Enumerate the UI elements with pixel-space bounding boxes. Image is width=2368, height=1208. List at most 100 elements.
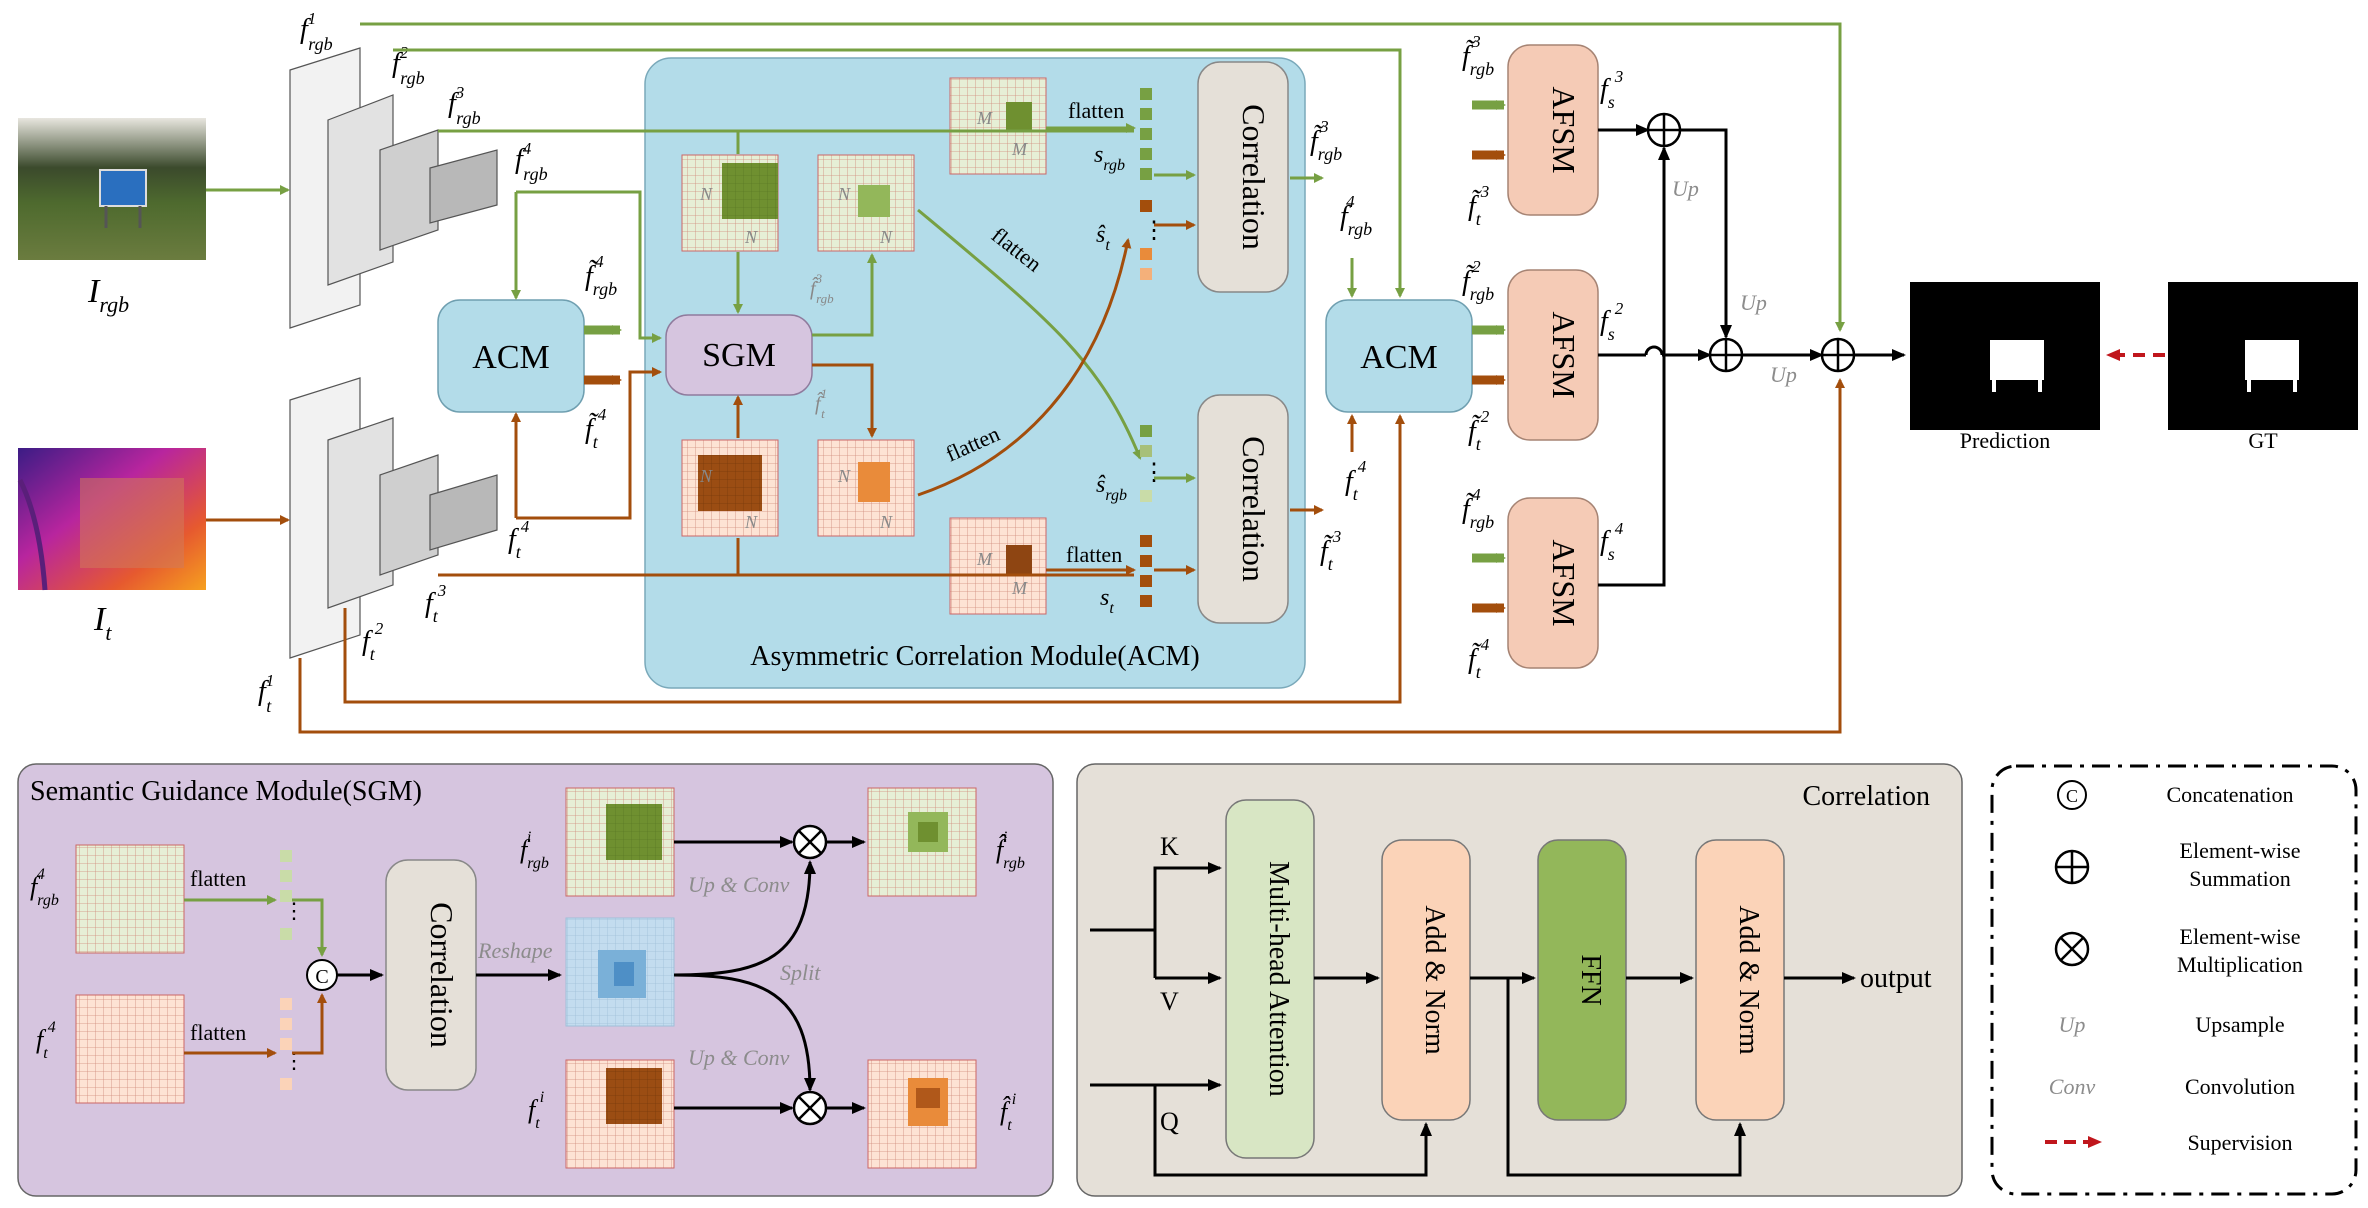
afsm-top: AFSM bbox=[1507, 44, 1599, 216]
svg-text:M: M bbox=[1011, 139, 1028, 159]
svg-text:⋮: ⋮ bbox=[1142, 460, 1166, 486]
sgm-panel bbox=[17, 763, 1054, 1197]
svg-text:Up & Conv: Up & Conv bbox=[688, 1045, 790, 1070]
grid-rgb-guided: N N bbox=[817, 154, 915, 252]
grid-t-input: N N bbox=[681, 439, 779, 537]
acm-right-label: ACM bbox=[1360, 339, 1437, 376]
svg-text:Up: Up bbox=[1740, 290, 1767, 315]
svg-text:Reshape: Reshape bbox=[477, 938, 553, 963]
thermal-input-label: It bbox=[93, 601, 112, 645]
gt-label: GT bbox=[2248, 428, 2278, 453]
legend-concat: Concatenation bbox=[2166, 782, 2293, 807]
svg-text:Conv: Conv bbox=[2049, 1074, 2096, 1099]
svg-text:C: C bbox=[2066, 786, 2078, 806]
svg-text:ŝt: ŝt bbox=[1096, 222, 1110, 254]
s-rgb-vector: ⋮ bbox=[1140, 88, 1166, 280]
svg-text:flatten: flatten bbox=[1068, 98, 1124, 123]
svg-text:Supervision: Supervision bbox=[2187, 1130, 2292, 1155]
svg-text:f̂ti: f̂ti bbox=[1000, 1091, 1016, 1134]
svg-text:Split: Split bbox=[780, 960, 821, 985]
svg-text:N: N bbox=[837, 184, 851, 204]
svg-text:M: M bbox=[976, 549, 993, 569]
svg-text:f̃t2: f̃t2 bbox=[1468, 407, 1490, 454]
correlation-block-bottom bbox=[1197, 394, 1289, 624]
svg-text:Element-wise: Element-wise bbox=[2180, 838, 2301, 863]
svg-text:st: st bbox=[1100, 585, 1114, 617]
svg-text:AFSM: AFSM bbox=[1546, 539, 1582, 626]
correlation-panel-title: Correlation bbox=[1802, 781, 1930, 812]
svg-text:f̃t3: f̃t3 bbox=[1320, 527, 1341, 574]
svg-text:Correlation: Correlation bbox=[1236, 104, 1272, 250]
svg-text:N: N bbox=[879, 512, 893, 532]
svg-text:AFSM: AFSM bbox=[1546, 86, 1582, 173]
svg-text:fs2: fs2 bbox=[1600, 299, 1624, 344]
f-t-2-label: ft2 bbox=[362, 619, 384, 664]
svg-text:K: K bbox=[1160, 832, 1179, 861]
svg-text:srgb: srgb bbox=[1094, 142, 1125, 174]
svg-text:f̃t3: f̃t3 bbox=[1468, 182, 1489, 229]
svg-text:N: N bbox=[879, 227, 893, 247]
grid-rgb-window: M M bbox=[949, 77, 1047, 175]
svg-text:Upsample: Upsample bbox=[2195, 1012, 2284, 1037]
svg-text:ft4: ft4 bbox=[1345, 457, 1367, 504]
svg-text:flatten: flatten bbox=[190, 1020, 246, 1045]
svg-text:Element-wise: Element-wise bbox=[2180, 924, 2301, 949]
prediction-image bbox=[1910, 282, 2100, 430]
legend-box bbox=[1990, 764, 2358, 1196]
svg-text:M: M bbox=[976, 108, 993, 128]
svg-text:fs4: fs4 bbox=[1600, 519, 1624, 564]
f-t-4-label: ft4 bbox=[508, 517, 530, 562]
svg-text:N: N bbox=[699, 466, 713, 486]
thermal-encoder bbox=[289, 377, 498, 659]
svg-text:Up & Conv: Up & Conv bbox=[688, 872, 790, 897]
svg-text:f̂rgbi: f̂rgbi bbox=[996, 829, 1025, 872]
s-t-vector: ⋮ bbox=[1140, 425, 1166, 607]
svg-text:frgb4: frgb4 bbox=[30, 866, 59, 909]
svg-text:V: V bbox=[1160, 987, 1179, 1016]
acm-right-block bbox=[1325, 299, 1473, 413]
concat-node: C bbox=[306, 959, 338, 991]
svg-text:Correlation: Correlation bbox=[424, 902, 460, 1048]
svg-text:Up: Up bbox=[1770, 362, 1797, 387]
svg-text:f̃rgb4: f̃rgb4 bbox=[585, 252, 617, 299]
ffn-block bbox=[1537, 839, 1627, 1121]
svg-text:frgb4: frgb4 bbox=[1340, 192, 1372, 239]
svg-text:output: output bbox=[1860, 963, 1932, 994]
svg-text:f̃rgb3: f̃rgb3 bbox=[1310, 117, 1342, 164]
svg-text:N: N bbox=[699, 184, 713, 204]
grid-t-guided: N N bbox=[817, 439, 915, 537]
svg-text:N: N bbox=[837, 466, 851, 486]
afsm-bottom: AFSM bbox=[1507, 497, 1599, 669]
svg-text:flatten: flatten bbox=[1066, 542, 1122, 567]
svg-text:N: N bbox=[744, 227, 758, 247]
svg-text:⋮: ⋮ bbox=[1142, 218, 1166, 244]
svg-text:f̃rgb4: f̃rgb4 bbox=[1462, 485, 1494, 532]
add-norm-2 bbox=[1695, 839, 1785, 1121]
mul-node-t bbox=[792, 1090, 828, 1126]
afsm-mid: AFSM bbox=[1507, 269, 1599, 441]
svg-text:f̃rgb3: f̃rgb3 bbox=[1462, 32, 1494, 79]
svg-text:f̂1t: f̂1t bbox=[815, 386, 827, 421]
sgm-label: SGM bbox=[702, 337, 776, 374]
acm-left-label: ACM bbox=[472, 339, 549, 376]
svg-text:N: N bbox=[744, 512, 758, 532]
svg-text:Q: Q bbox=[1160, 1107, 1179, 1136]
svg-text:fs3: fs3 bbox=[1600, 67, 1623, 112]
add-norm-1 bbox=[1381, 839, 1471, 1121]
svg-text:Up: Up bbox=[2059, 1012, 2086, 1037]
svg-text:Multi-head Attention: Multi-head Attention bbox=[1263, 861, 1294, 1097]
grid-t-window: M M bbox=[949, 517, 1047, 615]
svg-text:Add & Norm: Add & Norm bbox=[1419, 905, 1450, 1055]
svg-text:ŝrgb: ŝrgb bbox=[1096, 472, 1127, 504]
svg-text:C: C bbox=[315, 966, 328, 988]
prediction-label: Prediction bbox=[1960, 428, 2050, 453]
rgb-input-label: Irgb bbox=[87, 273, 129, 317]
rgb-encoder bbox=[289, 47, 498, 329]
svg-text:AFSM: AFSM bbox=[1546, 311, 1582, 398]
sum-final bbox=[1820, 337, 1856, 373]
